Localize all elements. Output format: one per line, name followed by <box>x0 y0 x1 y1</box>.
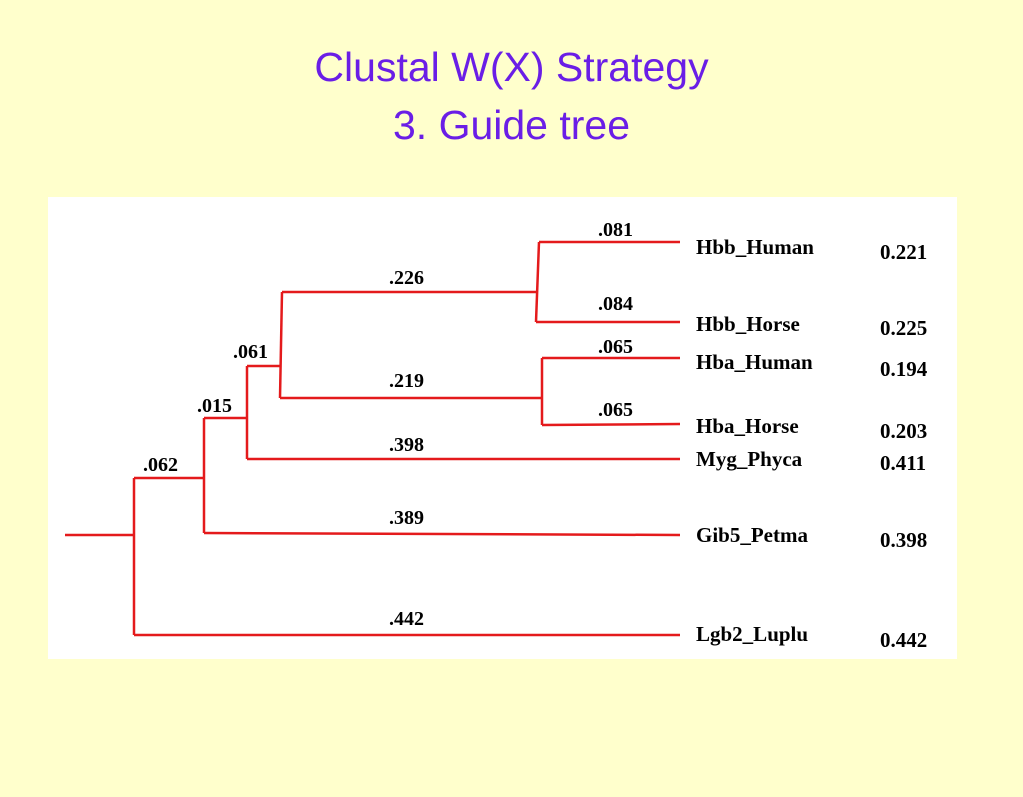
branch-label-hbb-horse: .084 <box>598 293 633 315</box>
leaf-name-hba-human: Hba_Human <box>696 350 813 374</box>
branch-label-lgb2: .442 <box>389 608 424 630</box>
hbb-node-vertical <box>534 241 541 323</box>
distance-lgb2-luplu: 0.442 <box>880 628 927 652</box>
branch-label-hbb-human: .081 <box>598 219 633 241</box>
leaf-name-gib5-petma: Gib5_Petma <box>696 523 808 547</box>
branch-label-hbb-clade: .226 <box>389 267 424 289</box>
branch-label-hba-human: .065 <box>598 336 633 358</box>
leaf-name-hba-horse: Hba_Horse <box>696 414 799 438</box>
branch-label-gib5: .389 <box>389 507 424 529</box>
distance-hba-human: 0.194 <box>880 357 928 381</box>
distance-myg-phyca: 0.411 <box>880 451 926 475</box>
branch-label-globin-clade: .015 <box>197 395 232 417</box>
leaf-name-myg-phyca: Myg_Phyca <box>696 447 803 471</box>
slide-title-line-2: 3. Guide tree <box>392 102 631 148</box>
branch-label-hba-clade: .219 <box>389 370 424 392</box>
branch-label-inner-clade: .062 <box>143 454 178 476</box>
guide-tree-panel <box>48 197 957 659</box>
leaf-name-hbb-human: Hbb_Human <box>696 235 814 259</box>
distance-hbb-human: 0.221 <box>880 240 927 264</box>
leaf-name-hbb-horse: Hbb_Horse <box>696 312 800 336</box>
distance-hba-horse: 0.203 <box>880 419 927 443</box>
branch-label-myg: .398 <box>389 434 424 456</box>
gib5-branch <box>203 531 681 537</box>
hba-horse-branch <box>541 422 681 427</box>
branch-label-hb-clade: .061 <box>233 341 268 363</box>
distance-gib5-petma: 0.398 <box>880 528 927 552</box>
branch-label-hba-horse: .065 <box>598 399 633 421</box>
leaf-name-lgb2-luplu: Lgb2_Luplu <box>696 622 808 646</box>
slide-title-line-1: Clustal W(X) Strategy <box>314 44 709 90</box>
distance-hbb-horse: 0.225 <box>880 316 927 340</box>
hb-node-vertical <box>278 291 284 399</box>
